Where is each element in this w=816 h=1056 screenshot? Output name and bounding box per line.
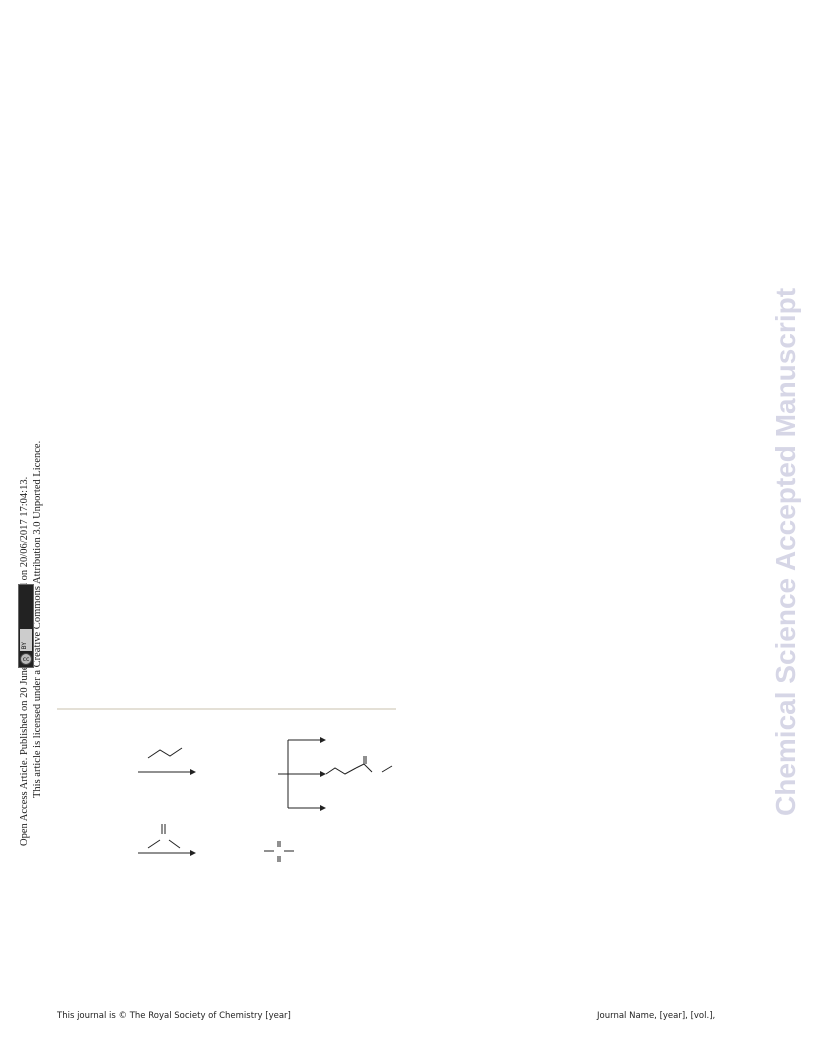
section-divider — [57, 708, 396, 710]
footer-copyright: This journal is © The Royal Society of C… — [57, 1011, 291, 1021]
badge-cc-label: cc — [20, 653, 32, 665]
reagent-chain-top — [147, 747, 183, 759]
reaction-scheme-figure — [138, 737, 393, 862]
accepted-manuscript-watermark: Chemical Science Accepted Manuscript — [770, 287, 801, 816]
footer-journal-ref: Journal Name, [year], [vol.], — [597, 1011, 716, 1021]
cc-by-badge-icon[interactable]: BY cc — [18, 584, 34, 668]
badge-by-label: BY — [21, 641, 28, 649]
product-fragment — [325, 767, 357, 775]
